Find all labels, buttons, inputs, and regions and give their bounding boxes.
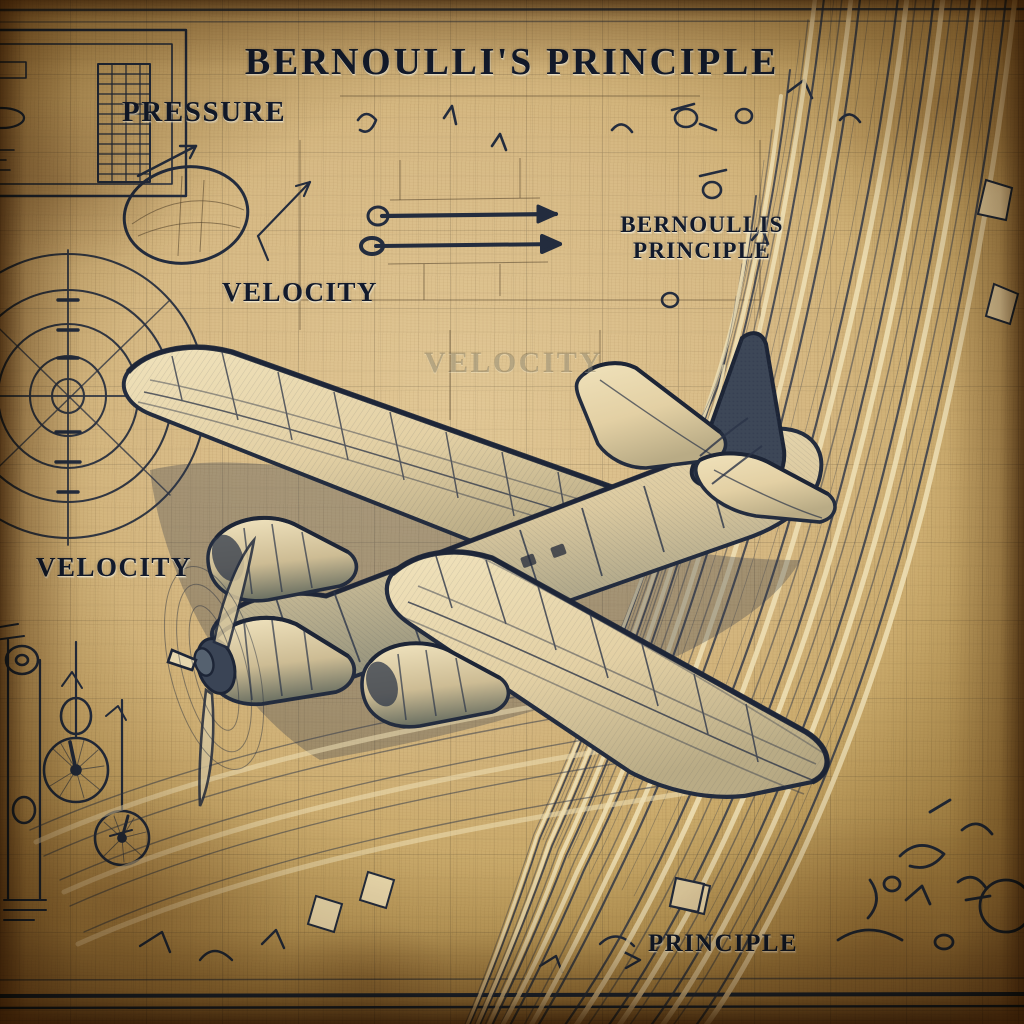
schematic-rod-upper xyxy=(379,211,559,219)
velocity-vector-arrow xyxy=(256,180,312,262)
label-velocity-left: VELOCITY xyxy=(36,552,192,582)
schematic-rod-upper-head xyxy=(366,204,558,227)
schematic-callouts xyxy=(387,158,549,300)
fuselage xyxy=(209,426,824,686)
fuselage-frame-rings xyxy=(275,463,725,673)
bottom-left-scribbles xyxy=(138,928,642,974)
ground-flow-streaks xyxy=(29,669,727,933)
title-block-glyphs xyxy=(0,61,27,171)
top-margin-rules xyxy=(0,7,1024,23)
compass-tick-marks xyxy=(54,298,82,494)
airfoil-inner-lines xyxy=(131,175,245,257)
schematic-rod-lower xyxy=(359,234,562,256)
engine-nacelle-inner-nose xyxy=(204,615,357,707)
streamlines-dark xyxy=(464,0,1007,1024)
label-velocity-top: VELOCITY xyxy=(222,277,378,307)
airfoil-oval-sketch xyxy=(122,165,250,265)
lower-wing-panel-lines xyxy=(399,551,829,795)
aircraft-shadow xyxy=(150,462,800,760)
tail-fillet xyxy=(699,417,763,485)
label-pressure: PRESSURE xyxy=(122,96,287,128)
gauge-stems xyxy=(6,638,124,902)
propeller-disc-blur xyxy=(163,566,265,770)
page-title: BERNOULLI'S PRINCIPLE xyxy=(244,41,780,83)
vertical-stabilizer xyxy=(689,331,787,495)
horizontal-stabilizer-right xyxy=(693,451,837,524)
propeller-blades xyxy=(198,535,257,807)
lower-left-scribbles xyxy=(0,623,133,921)
streamlines-highlight xyxy=(465,0,1018,1024)
top-scribble-marks xyxy=(356,78,862,309)
label-bp-line1: BERNOULLIS xyxy=(620,212,784,237)
bottom-margin-rules xyxy=(0,977,1024,1010)
label-principle-bottom: PRINCIPLE xyxy=(648,930,798,957)
propeller-hub xyxy=(166,637,237,695)
compass-rose-sketch xyxy=(0,249,231,546)
lower-wing xyxy=(384,549,830,799)
airfoil-arrow xyxy=(136,144,198,178)
engine-nacelle-outer-upper xyxy=(206,515,359,603)
ghost-velocity-text: VELOCITY xyxy=(424,346,604,379)
upper-wing-panel-lines xyxy=(137,351,665,553)
label-bp-line2: PRINCIPLE xyxy=(633,237,771,263)
fuselage-windows xyxy=(400,543,567,608)
label-bernoullis-principle: BERNOULLIS PRINCIPLE xyxy=(612,212,792,264)
ground-flow-highlights xyxy=(33,679,723,947)
engine-nacelle-outer-lower xyxy=(360,641,511,729)
flow-arrowheads xyxy=(306,178,1020,934)
gauge-radial-hatching xyxy=(49,739,147,863)
gauge-sketches xyxy=(4,644,151,867)
streamline-texture-fine xyxy=(542,0,998,934)
bottom-right-scribbles xyxy=(836,798,1024,951)
